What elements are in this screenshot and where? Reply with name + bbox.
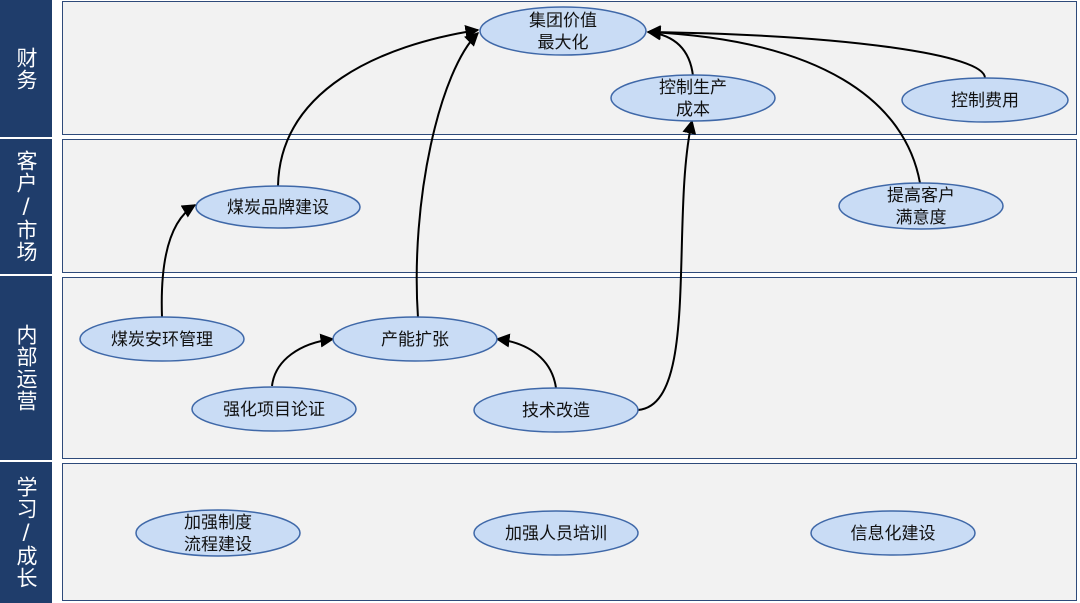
node-text: 提高客户 xyxy=(887,186,955,206)
node-it: 信息化建设 xyxy=(810,510,976,556)
arrow-project-to-capacity xyxy=(271,333,335,387)
arrow-capacity-to-max-value xyxy=(415,32,480,319)
node-text: 信息化建设 xyxy=(851,524,936,544)
node-tech: 技术改造 xyxy=(473,387,639,433)
node-text: 流程建设 xyxy=(184,535,252,555)
arrow-tech-to-control-cost xyxy=(637,119,697,411)
node-text: 强化项目论证 xyxy=(223,400,325,420)
sidebar-finance: 财务 xyxy=(0,0,52,137)
node-capacity: 产能扩张 xyxy=(332,316,498,362)
node-text: 成本 xyxy=(676,100,710,120)
node-training: 加强人员培训 xyxy=(473,510,639,556)
node-control-cost: 控制生产 成本 xyxy=(610,74,776,122)
node-brand: 煤炭品牌建设 xyxy=(195,185,361,229)
node-text: 加强制度 xyxy=(184,513,252,533)
node-system: 加强制度 流程建设 xyxy=(135,509,301,557)
node-text: 技术改造 xyxy=(522,401,590,421)
node-max-value: 集团价值 最大化 xyxy=(479,6,647,56)
node-satisfaction: 提高客户 满意度 xyxy=(838,182,1004,230)
arrow-tech-to-capacity xyxy=(495,333,557,389)
node-text: 控制生产 xyxy=(659,78,727,98)
sidebar-operations: 内部运营 xyxy=(0,276,52,460)
arrows xyxy=(160,24,986,411)
lane-label-operations: 内部运营 xyxy=(14,324,38,412)
lane-label-learning: 学习/成长 xyxy=(14,476,38,589)
node-text: 控制费用 xyxy=(951,91,1019,111)
arrow-safety-to-brand xyxy=(160,204,197,318)
arrow-brand-to-max-value xyxy=(277,24,480,187)
node-text: 煤炭品牌建设 xyxy=(227,198,329,218)
node-text: 集团价值 xyxy=(529,11,597,31)
sidebar-learning: 学习/成长 xyxy=(0,462,52,603)
arrow-control-expense-to-max-value xyxy=(646,25,986,79)
node-safety: 煤炭安环管理 xyxy=(79,316,245,362)
node-text: 加强人员培训 xyxy=(505,524,607,544)
node-text: 产能扩张 xyxy=(381,330,449,350)
sidebar-customer: 客户/市场 xyxy=(0,139,52,274)
node-text: 满意度 xyxy=(896,208,947,228)
node-text: 煤炭安环管理 xyxy=(111,330,213,350)
arrow-satisfaction-to-max-value xyxy=(646,25,921,184)
lane-label-finance: 财务 xyxy=(14,46,38,91)
arrow-control-cost-to-max-value xyxy=(646,26,694,77)
node-text: 最大化 xyxy=(538,33,589,53)
node-project: 强化项目论证 xyxy=(191,386,357,432)
node-control-expense: 控制费用 xyxy=(901,77,1069,123)
lane-label-customer: 客户/市场 xyxy=(14,150,38,263)
